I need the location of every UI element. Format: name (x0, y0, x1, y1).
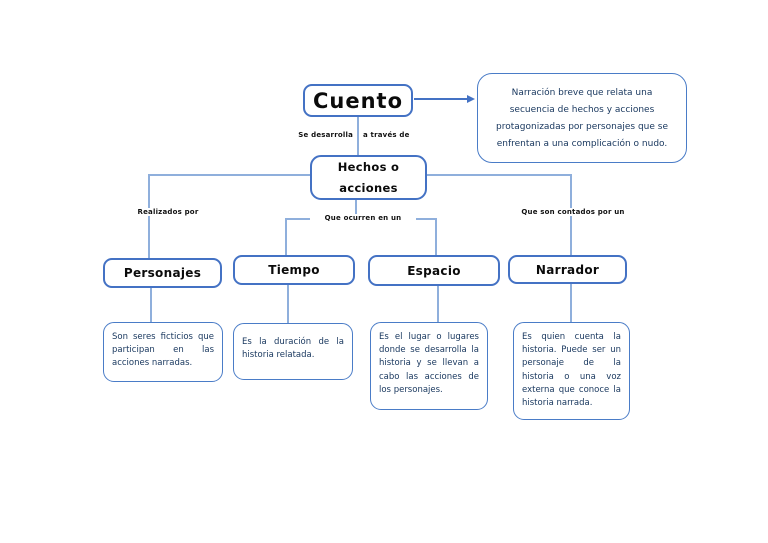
link-label-a-traves-de: a través de (363, 131, 410, 139)
node-tiempo-label: Tiempo (268, 263, 320, 277)
connector-left-horizontal (148, 174, 311, 176)
connector-espacio-vertical (435, 218, 437, 257)
connector-tiempo-vertical (285, 218, 287, 258)
desc-narrador: Es quien cuenta la historia. Puede ser u… (513, 322, 630, 420)
node-hechos-acciones: Hechos o acciones (310, 155, 427, 200)
link-label-se-desarrolla: Se desarrolla (298, 131, 353, 139)
link-label-que-son-contados: Que son contados por un (512, 208, 634, 216)
link-label-realizados-por: Realizados por (127, 208, 209, 216)
node-cuento-label: Cuento (312, 88, 404, 113)
node-narrador-label: Narrador (535, 262, 600, 277)
connector-right-horizontal (426, 174, 571, 176)
arrow-head-icon (467, 95, 475, 103)
connector-left-vertical (148, 174, 150, 258)
node-espacio: Espacio (368, 255, 500, 286)
connector-espacio-desc (437, 285, 439, 322)
connector-narrador-desc (570, 284, 572, 322)
node-tiempo: Tiempo (233, 255, 355, 285)
node-hechos-label: Hechos o acciones (337, 160, 400, 195)
node-narrador: Narrador (508, 255, 627, 284)
definition-box: Narración breve que relata una secuencia… (477, 73, 687, 163)
connector-tiempo-desc (287, 285, 289, 323)
link-label-que-ocurren: Que ocurren en un (310, 214, 416, 222)
node-personajes-label: Personajes (123, 266, 202, 280)
desc-personajes: Son seres ficticios que participan en la… (103, 322, 223, 382)
desc-espacio: Es el lugar o lugares donde se desarroll… (370, 322, 488, 410)
connector-cuento-hechos (357, 117, 359, 155)
node-espacio-label: Espacio (407, 263, 461, 278)
arrow-line (414, 98, 469, 100)
node-cuento: Cuento (303, 84, 413, 117)
connector-personajes-desc (150, 287, 152, 322)
connector-middle-stem (355, 199, 357, 219)
node-personajes: Personajes (103, 258, 222, 288)
desc-tiempo: Es la duración de la historia relatada. (233, 323, 353, 380)
